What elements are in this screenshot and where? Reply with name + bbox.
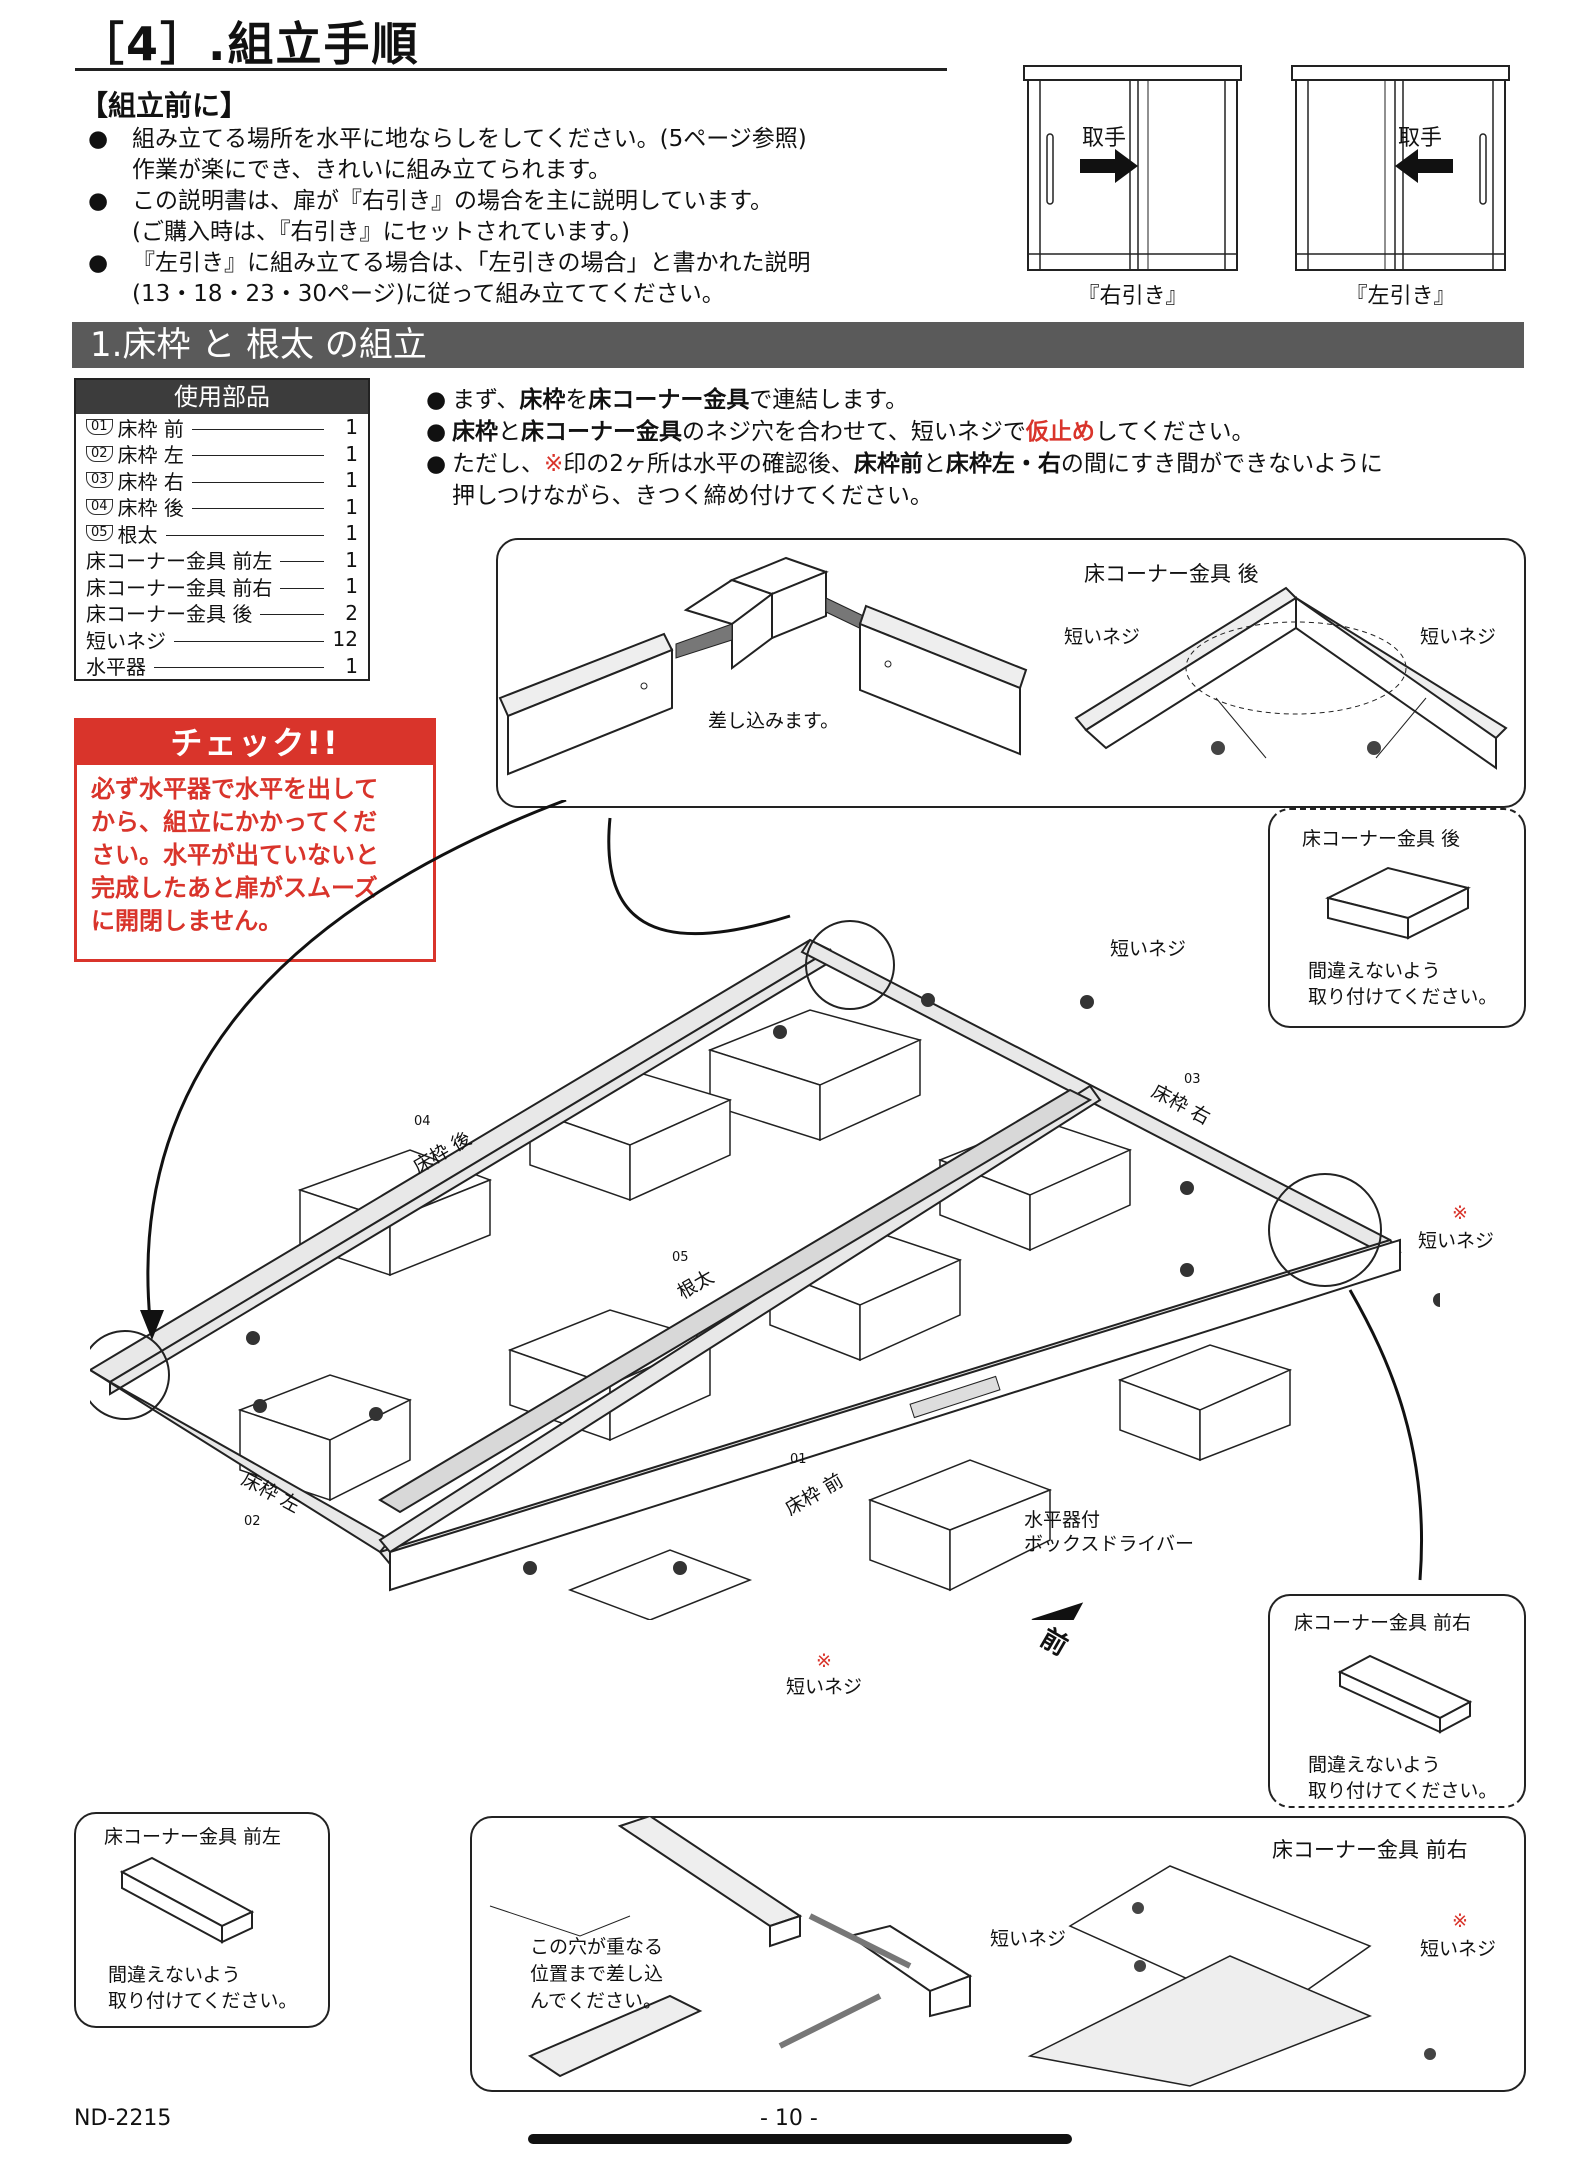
part-number-badge: 02	[244, 1514, 261, 1529]
title-divider	[75, 68, 947, 71]
check-warning-box: チェック!! 必ず水平器で水平を出して から、組立にかかってくだ さい。水平が出…	[74, 718, 436, 962]
instruction-item: ●まず、床枠を床コーナー金具で連結します。	[426, 387, 909, 413]
asterisk-mark: ※	[1452, 1202, 1468, 1224]
list-item: (ご購入時は、『右引き』にセットされています。)	[132, 219, 630, 245]
hole-note: この穴が重なる位置まで差し込んでください。	[530, 1936, 664, 2012]
handle-label: 取手	[1398, 126, 1443, 151]
rear-corner-detail-illustration	[498, 556, 1508, 776]
home-indicator[interactable]	[528, 2134, 1072, 2144]
part-number-badge: 04	[414, 1114, 431, 1129]
parts-list-heading: 使用部品	[76, 380, 368, 414]
left-slide-door-icon	[1291, 65, 1510, 271]
part-number-badge: 01	[790, 1452, 807, 1467]
list-item: ●『左引き』に組み立てる場合は、「左引きの場合」と書かれた説明	[88, 250, 811, 276]
floor-frame-assembly-illustration	[90, 800, 1440, 1620]
check-body: 必ず水平器で水平を出して から、組立にかかってくだ さい。水平が出ていないと 完…	[91, 775, 379, 935]
asterisk-mark: ※	[1452, 1910, 1468, 1932]
front-corner-detail-illustration	[489, 1816, 1436, 2087]
right-slide-caption: 『右引き』	[1077, 284, 1188, 309]
screw-label: 短いネジ	[786, 1676, 863, 1698]
front-left-bracket-note: 間違えないよう取り付けてください。	[108, 1964, 298, 2012]
part-number-badge: 05	[672, 1250, 689, 1265]
pre-assembly-heading: 【組立前に】	[80, 89, 249, 122]
screw-label: 短いネジ	[990, 1928, 1067, 1950]
rear-bracket-icon	[1325, 866, 1471, 940]
front-right-bracket-note: 間違えないよう取り付けてください。	[1308, 1754, 1498, 1802]
list-item: (13・18・23・30ページ)に従って組み立ててください。	[132, 281, 725, 307]
section-heading: 1.床枠 と 根太 の組立	[72, 322, 1524, 368]
front-right-bracket-title: 床コーナー金具 前右	[1294, 1612, 1472, 1634]
instruction-item: ●ただし、※印の2ヶ所は水平の確認後、床枠前と床枠左・右の間にすき間ができないよ…	[426, 451, 1383, 477]
list-item: 作業が楽にでき、きれいに組み立てられます。	[132, 157, 612, 183]
asterisk-mark: ※	[816, 1650, 832, 1672]
driver-label: 水平器付ボックスドライバー	[1024, 1509, 1195, 1555]
handle-label: 取手	[1082, 126, 1127, 151]
right-slide-door-figure: 取手	[1020, 64, 1245, 274]
left-slide-caption: 『左引き』	[1345, 284, 1456, 309]
front-left-bracket-title: 床コーナー金具 前左	[104, 1826, 282, 1848]
right-slide-door-icon	[1023, 65, 1242, 271]
screw-label: 短いネジ	[1420, 626, 1497, 648]
left-slide-door-figure: 取手	[1288, 64, 1513, 274]
screw-label: 短いネジ	[1418, 1230, 1495, 1252]
screw-label: 短いネジ	[1110, 938, 1187, 960]
pre-assembly-list: ●組み立てる場所を水平に地ならしをしてください。(5ページ参照) 作業が楽にでき…	[88, 124, 948, 310]
front-right-bracket-icon	[1337, 1654, 1473, 1734]
list-item: ●組み立てる場所を水平に地ならしをしてください。(5ページ参照)	[88, 126, 807, 152]
instruction-item: 押しつけながら、きつく締め付けてください。	[452, 483, 933, 509]
screw-label: 短いネジ	[1064, 626, 1141, 648]
insert-label: 差し込みます。	[708, 710, 840, 732]
page-number: - 10 -	[760, 2106, 818, 2131]
screw-label: 短いネジ	[1420, 1938, 1497, 1960]
rear-bracket-note: 間違えないよう取り付けてください。	[1308, 960, 1498, 1008]
rear-bracket-label: 床コーナー金具 後	[1084, 562, 1259, 586]
instruction-item: ●床枠と床コーナー金具のネジ穴を合わせて、短いネジで仮止めしてください。	[426, 419, 1255, 445]
part-number-badge: 03	[1184, 1072, 1201, 1087]
page-title: ［4］.組立手順	[78, 17, 420, 71]
model-number: ND-2215	[74, 2106, 172, 2131]
front-left-bracket-icon	[119, 1856, 255, 1944]
rear-bracket-title: 床コーナー金具 後	[1302, 828, 1461, 850]
front-label: 前	[1034, 1623, 1073, 1663]
instruction-list: ●まず、床枠を床コーナー金具で連結します。 ●床枠と床コーナー金具のネジ穴を合わ…	[426, 384, 1506, 512]
check-heading: チェック!!	[77, 721, 433, 765]
list-item: ●この説明書は、扉が『右引き』の場合を主に説明しています。	[88, 188, 774, 214]
front-right-bracket-label: 床コーナー金具 前右	[1272, 1838, 1468, 1862]
